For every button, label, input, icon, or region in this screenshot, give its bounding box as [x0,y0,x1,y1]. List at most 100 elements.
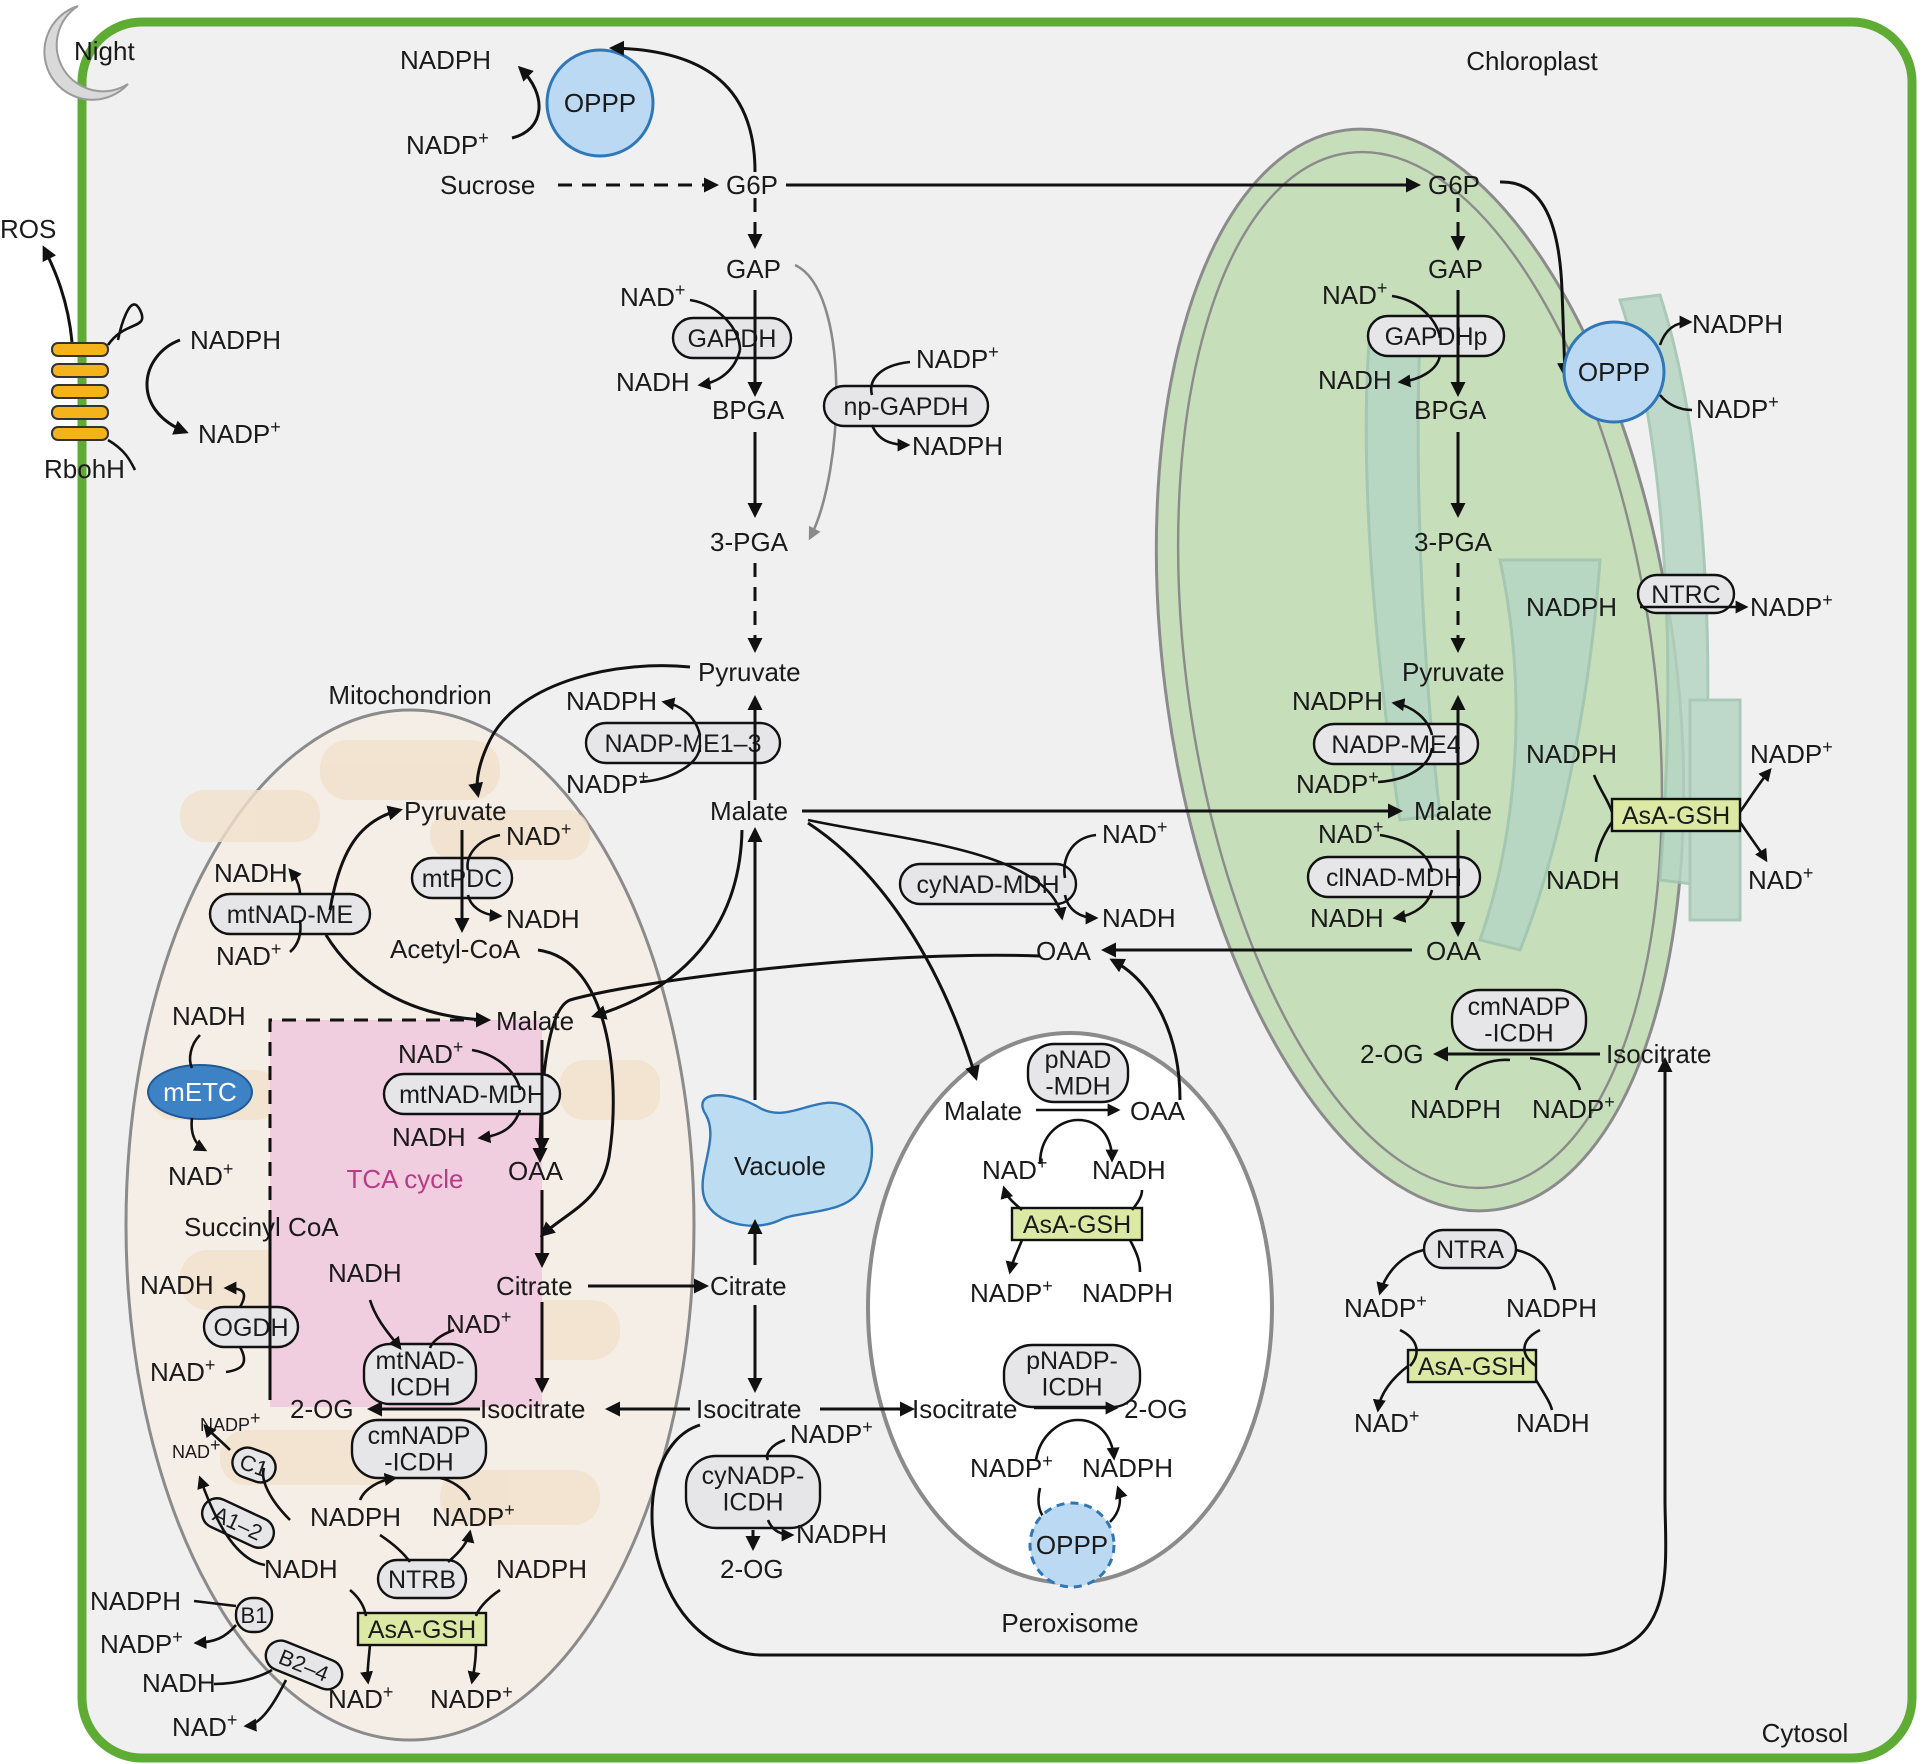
mito-nadh-icdh: NADH [328,1258,402,1288]
npgapdh-nadp: NADP+ [916,342,999,374]
mito-nadp-b1: NADP+ [100,1627,183,1659]
mito-asa-gsh [356,1611,488,1647]
chl-icdh-nadph: NADPH [1410,1094,1501,1124]
mito-nad-icdh: NAD+ [446,1307,511,1339]
mito-acetyl-coa: Acetyl-CoA [390,934,521,964]
ntrc [1636,573,1736,615]
ntra-nadph: NADPH [1506,1293,1597,1323]
px-oppp [1028,1501,1116,1589]
cytosol-3pga: 3-PGA [710,527,789,557]
cytosol-isocitrate: Isocitrate [696,1394,802,1424]
cytosol-nad-mdh: NAD+ [1102,817,1167,849]
chl-cmnadp-icdh-label: cmNADP-ICDH [1468,993,1571,1047]
chl-nad-gapdhp: NAD+ [1322,278,1387,310]
chl-3pga: 3-PGA [1414,527,1493,557]
pnad-mdh-label: pNAD-MDH [1045,1046,1112,1100]
np-gapdh [822,384,990,428]
chloroplast-inner [1176,150,1664,1190]
mitochondrion-label: Mitochondrion [328,680,491,710]
chl-cmnadp-icdh [1450,988,1588,1052]
chl-pyruvate: Pyruvate [1402,657,1505,687]
chl-nadp-me4: NADP+ [1296,767,1379,799]
mtnad-icdh [362,1342,478,1406]
rboh-label: RbohH [44,454,125,484]
mito-citrate: Citrate [496,1271,573,1301]
rboh-complex [51,303,144,471]
nadp-me1-3 [584,721,782,765]
chl-oppp-nadp: NADP+ [1696,392,1779,424]
mito-nad-pdc: NAD+ [506,819,571,851]
vacuole [701,1094,874,1227]
mtnad-mdh-label: mtNAD-MDH [399,1081,545,1109]
np-gapdh-label: np-GAPDH [843,393,968,421]
mito-nadh-ntrb: NADH [264,1554,338,1584]
mito-isocitrate: Isocitrate [480,1394,586,1424]
a1-2 [200,1497,276,1549]
mito-nad-b24: NAD+ [172,1710,237,1742]
mito-nadh-ogdh: NADH [140,1270,214,1300]
mito-asa-nadp: NADP+ [430,1682,513,1714]
cytosol-bpga: BPGA [712,395,785,425]
mito-nadh-metc: NADH [172,1001,246,1031]
cytosol-oppp [545,48,655,158]
mito-succinyl-coa: Succinyl CoA [184,1212,339,1242]
mito-pyruvate: Pyruvate [404,796,507,826]
gapdh-label: GAPDH [688,325,777,353]
clnad-mdh [1306,855,1482,899]
cytosol-nadph-icdh: NADPH [796,1519,887,1549]
rboh-nadph: NADPH [190,325,281,355]
cytosol-nadh-gapdh: NADH [616,367,690,397]
cytosol-asa-nad: NAD+ [1354,1406,1419,1438]
moon-icon [43,5,129,101]
cytosol-nadh-mdh: NADH [1102,903,1176,933]
px-asa-gsh-label: AsA-GSH [1023,1211,1131,1239]
px-2og: 2-OG [1124,1394,1188,1424]
cytosol-2og: 2-OG [720,1554,784,1584]
chl-malate: Malate [1414,796,1492,826]
mtnad-me-label: mtNAD-ME [227,901,353,929]
mito-2og: 2-OG [290,1394,354,1424]
b2-4 [264,1639,344,1691]
metc-label: mETC [163,1077,237,1107]
mito-nadh-mdh: NADH [392,1122,466,1152]
chl-asa-nadp: NADP+ [1750,737,1833,769]
cytosol-nadph-me: NADPH [566,686,657,716]
chl-ntrc-nadp: NADP+ [1750,590,1833,622]
gapdh [671,316,793,360]
chl-icdh-nadp: NADP+ [1532,1092,1615,1124]
chl-2og: 2-OG [1360,1039,1424,1069]
chl-nadh-gapdhp: NADH [1318,365,1392,395]
chl-asa-nad: NAD+ [1748,863,1813,895]
chl-g6p: G6P [1428,170,1480,200]
ogdh [202,1305,300,1349]
cytosol-malate: Malate [710,796,788,826]
cytosol-oppp-label: OPPP [564,88,636,118]
chl-bpga: BPGA [1414,395,1487,425]
mito-nadph-b1: NADPH [90,1586,181,1616]
cytosol-asa-gsh-label: AsA-GSH [1418,1353,1526,1381]
mito-nad-metc: NAD+ [168,1159,233,1191]
px-nadph: NADPH [1082,1278,1173,1308]
chl-asa-gsh [1610,797,1742,833]
mito-nad-mdh: NAD+ [398,1037,463,1069]
px-nadp2: NADP+ [970,1451,1053,1483]
chl-oaa: OAA [1426,936,1482,966]
npgapdh-nadph: NADPH [912,431,1003,461]
cytosol-pyruvate: Pyruvate [698,657,801,687]
cytosol-gap: GAP [726,254,781,284]
mito-oaa: OAA [508,1156,564,1186]
ntrb-label: NTRB [388,1566,456,1594]
b1-label: B1 [241,1603,268,1628]
px-nadph2: NADPH [1082,1453,1173,1483]
tca-cycle-label: TCA cycle [346,1164,463,1194]
mito-cmnadp-icdh-label: cmNADP-ICDH [368,1422,471,1476]
rboh-nadp: NADP+ [198,417,281,449]
cytosol-asa-nadh: NADH [1516,1408,1590,1438]
chl-gap: GAP [1428,254,1483,284]
ntra [1422,1228,1518,1270]
px-isocitrate: Isocitrate [912,1394,1018,1424]
ntra-nadp: NADP+ [1344,1291,1427,1323]
mito-icdh-nadph: NADPH [310,1502,401,1532]
mito-nadh-me: NADH [214,858,288,888]
night-label: Night [74,36,135,66]
